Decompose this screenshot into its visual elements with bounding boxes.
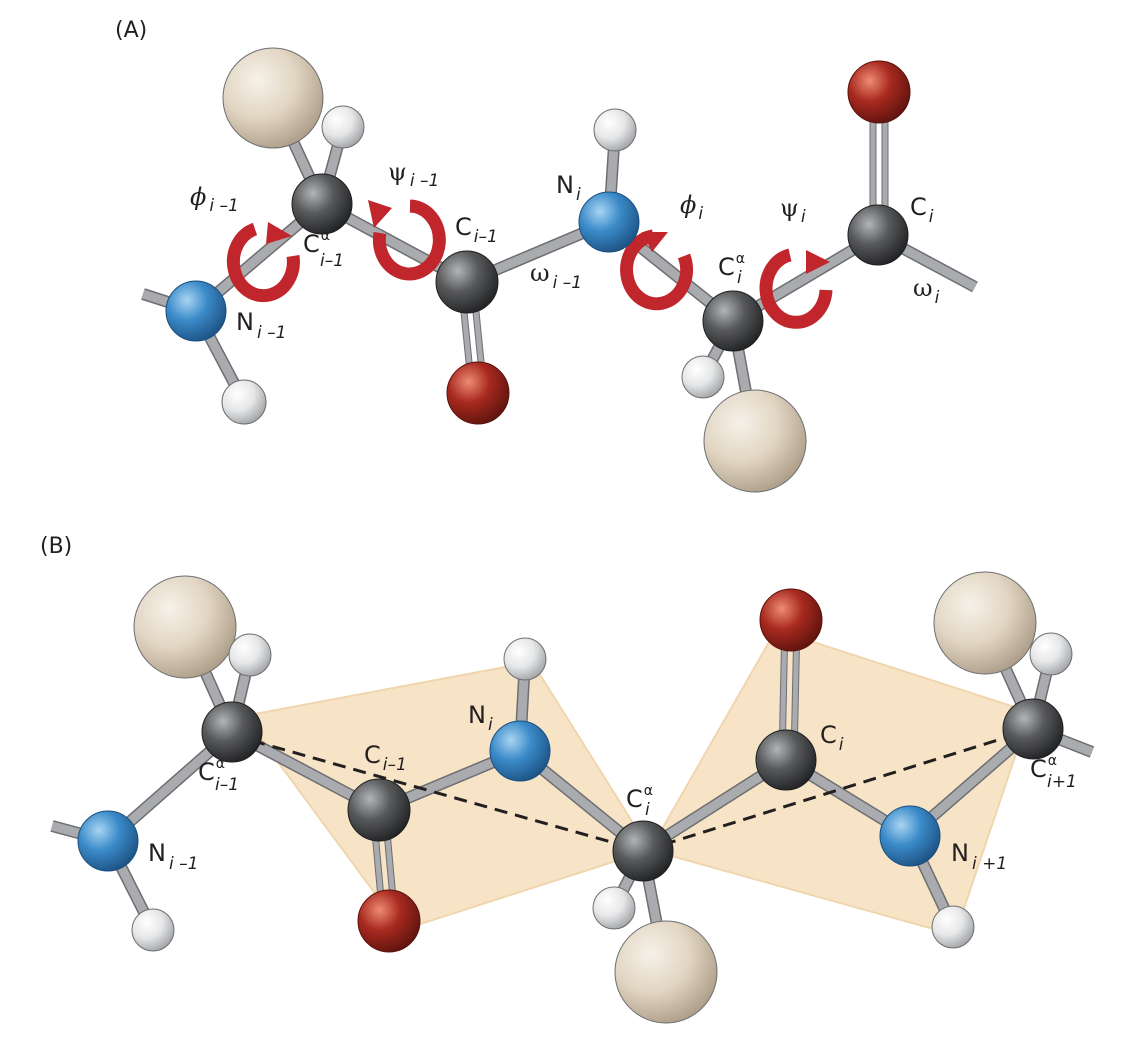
oxygen-i-minus-1 [446,361,510,425]
psi-i-rotation-arrow [759,248,833,329]
oxygen-i-minus-1 [357,889,421,953]
oxygen-i [847,60,911,124]
hydrogen-amide-i [503,637,547,681]
panel-a-atoms [165,47,911,493]
carbon-alpha-i-minus-1 [201,701,263,763]
nitrogen-i-minus-1 [77,810,139,872]
panel-a-label: (A) [115,18,147,43]
nitrogen-i-minus-1 [165,280,227,342]
side-chain-r-i [703,389,807,493]
hydrogen-alpha-i-plus-1 [1029,632,1073,676]
peptide-plane-left [242,660,652,932]
carbon-alpha-i-minus-1 [291,173,353,235]
hydrogen-alpha-i [681,355,725,399]
nitrogen-i [578,191,640,253]
ca-ca-dashed-line-left [231,733,644,853]
phi-i-rotation-arrow [620,229,694,311]
carbon-alpha-i [612,820,674,882]
carbon-alpha-i [702,290,764,352]
side-chain-r-i-minus-1 [222,47,324,149]
hydrogen-amide-i [593,108,637,152]
ca-ca-virtual-bonds [231,727,1034,853]
hydrogen-alpha-i [592,886,636,930]
panel-b-atoms [77,571,1073,1024]
peptide-planes [242,628,1032,937]
carbon-carbonyl-i [755,729,817,791]
side-chain-r-i-plus-1 [933,571,1037,675]
hydrogen-alpha-i-minus-1 [321,105,365,149]
hydrogen-alpha-i-minus-1 [228,633,272,677]
panel-a-rotation-arrows [226,199,833,329]
carbon-carbonyl-i-minus-1 [435,250,499,314]
oxygen-i [759,588,823,652]
phi-i-minus-1-rotation-arrow [226,222,300,303]
nitrogen-i [489,720,551,782]
hydrogen-amide-i-plus-1 [931,905,975,949]
side-chain-r-i-minus-1 [133,575,237,679]
ca-ca-dashed-line-right [642,727,1034,853]
carbon-carbonyl-i [847,204,909,266]
nitrogen-i-plus-1 [879,805,941,867]
carbon-carbonyl-i-minus-1 [347,778,411,842]
panel-b-label: (B) [40,534,72,559]
hydrogen-amide-i-minus-1 [131,908,175,952]
carbon-alpha-i-plus-1 [1002,698,1064,760]
psi-i-minus-1-rotation-arrow [368,199,446,281]
hydrogen-amide-i-minus-1 [221,379,267,425]
side-chain-r-i [614,920,718,1024]
